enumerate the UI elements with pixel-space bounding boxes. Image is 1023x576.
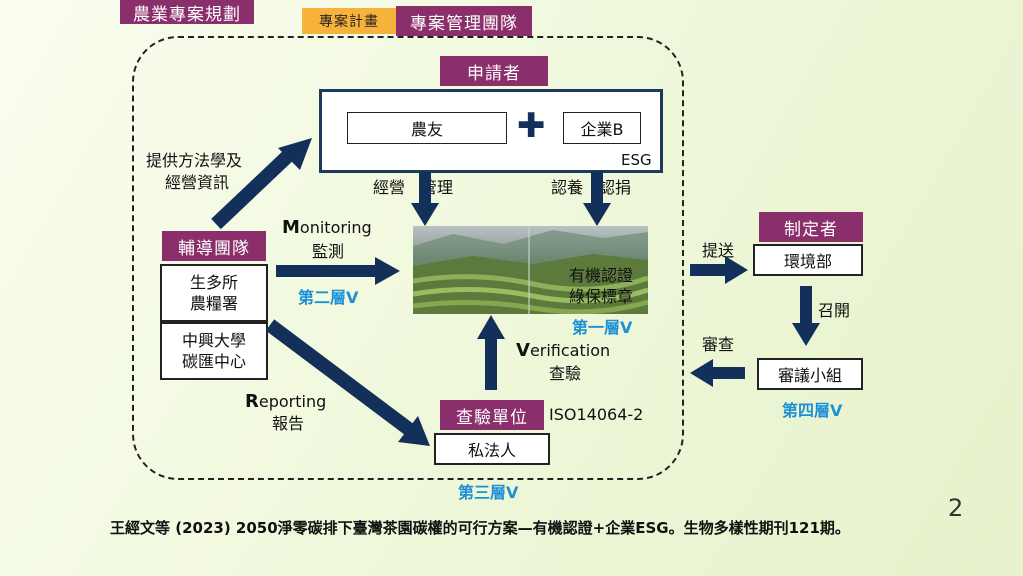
agency-box: 環境部: [753, 244, 863, 276]
submit-label: 提送: [702, 241, 735, 260]
guidance-org2-box: 中興大學 碳匯中心: [160, 322, 268, 380]
convene-label: 召開: [818, 301, 851, 320]
review-label: 審查: [702, 335, 735, 354]
tab-project-plan[interactable]: 專案計畫: [302, 8, 396, 34]
adopt-arrow: [583, 172, 611, 226]
reporting-arrow: [265, 319, 430, 446]
review-arrow: [690, 359, 745, 387]
first-layer-label: 第一層V: [572, 318, 633, 337]
farmer-box: 農友: [347, 112, 507, 144]
verification-label: Verification: [516, 341, 610, 361]
plus-icon: ✚: [517, 106, 546, 146]
guidance-label: 輔導團隊: [162, 231, 266, 261]
verification-arrow: [477, 315, 505, 390]
second-layer-label: 第二層V: [298, 288, 359, 307]
verification-rest: erification: [529, 341, 611, 360]
esg-label: ESG: [621, 151, 652, 169]
monitoring-rest: onitoring: [299, 218, 372, 237]
company-box: 企業B: [563, 112, 641, 144]
manage-arrow: [411, 172, 439, 226]
iso-standard-label: ISO14064-2: [549, 405, 644, 424]
method-label-line1: 提供方法學及: [146, 151, 243, 170]
reporting-initial: R: [245, 391, 259, 412]
submit-arrow: [690, 256, 748, 284]
convene-arrow: [792, 286, 820, 346]
cert-label-line1: 有機認證: [569, 266, 634, 285]
guidance-org1-line1: 生多所: [189, 273, 238, 292]
committee-box: 審議小組: [757, 358, 863, 390]
citation-text: 王經文等 (2023) 2050淨零碳排下臺灣茶園碳權的可行方案—有機認證+企業…: [110, 519, 850, 537]
cert-label-line2: 綠保標章: [569, 287, 634, 306]
verification-initial: V: [516, 340, 530, 361]
monitoring-initial: M: [282, 217, 300, 238]
project-boundary: [132, 36, 684, 480]
tea-garden-photo: [413, 226, 648, 314]
monitoring-zh-label: 監測: [312, 242, 345, 261]
private-entity-box: 私法人: [434, 433, 550, 465]
project-title-tag: 農業專案規劃: [120, 0, 254, 25]
page-number: 2: [948, 494, 964, 522]
verifier-label: 查驗單位: [440, 400, 544, 430]
applicant-label: 申請者: [440, 56, 548, 86]
verification-zh-label: 查驗: [549, 364, 582, 383]
guidance-org2-line1: 中興大學: [181, 331, 246, 350]
guidance-org1-line2: 農糧署: [189, 294, 238, 313]
third-layer-label: 第三層V: [458, 483, 519, 502]
guidance-org1-box: 生多所 農糧署: [160, 264, 268, 322]
reporting-zh-label: 報告: [272, 414, 305, 433]
method-label-line2: 經營資訊: [165, 173, 230, 192]
monitoring-arrow: [276, 257, 400, 285]
maker-label: 制定者: [759, 212, 863, 242]
method-arrow: [211, 138, 312, 230]
reporting-label: Reporting: [245, 392, 326, 412]
monitoring-label: Monitoring: [282, 218, 372, 238]
guidance-org2-line2: 碳匯中心: [181, 352, 246, 371]
tab-project-team[interactable]: 專案管理團隊: [396, 6, 532, 36]
tea-garden-illustration: [413, 226, 648, 314]
reporting-rest: eporting: [258, 392, 327, 411]
fourth-layer-label: 第四層V: [782, 401, 843, 420]
manage-label: 經營 管理: [373, 178, 454, 197]
